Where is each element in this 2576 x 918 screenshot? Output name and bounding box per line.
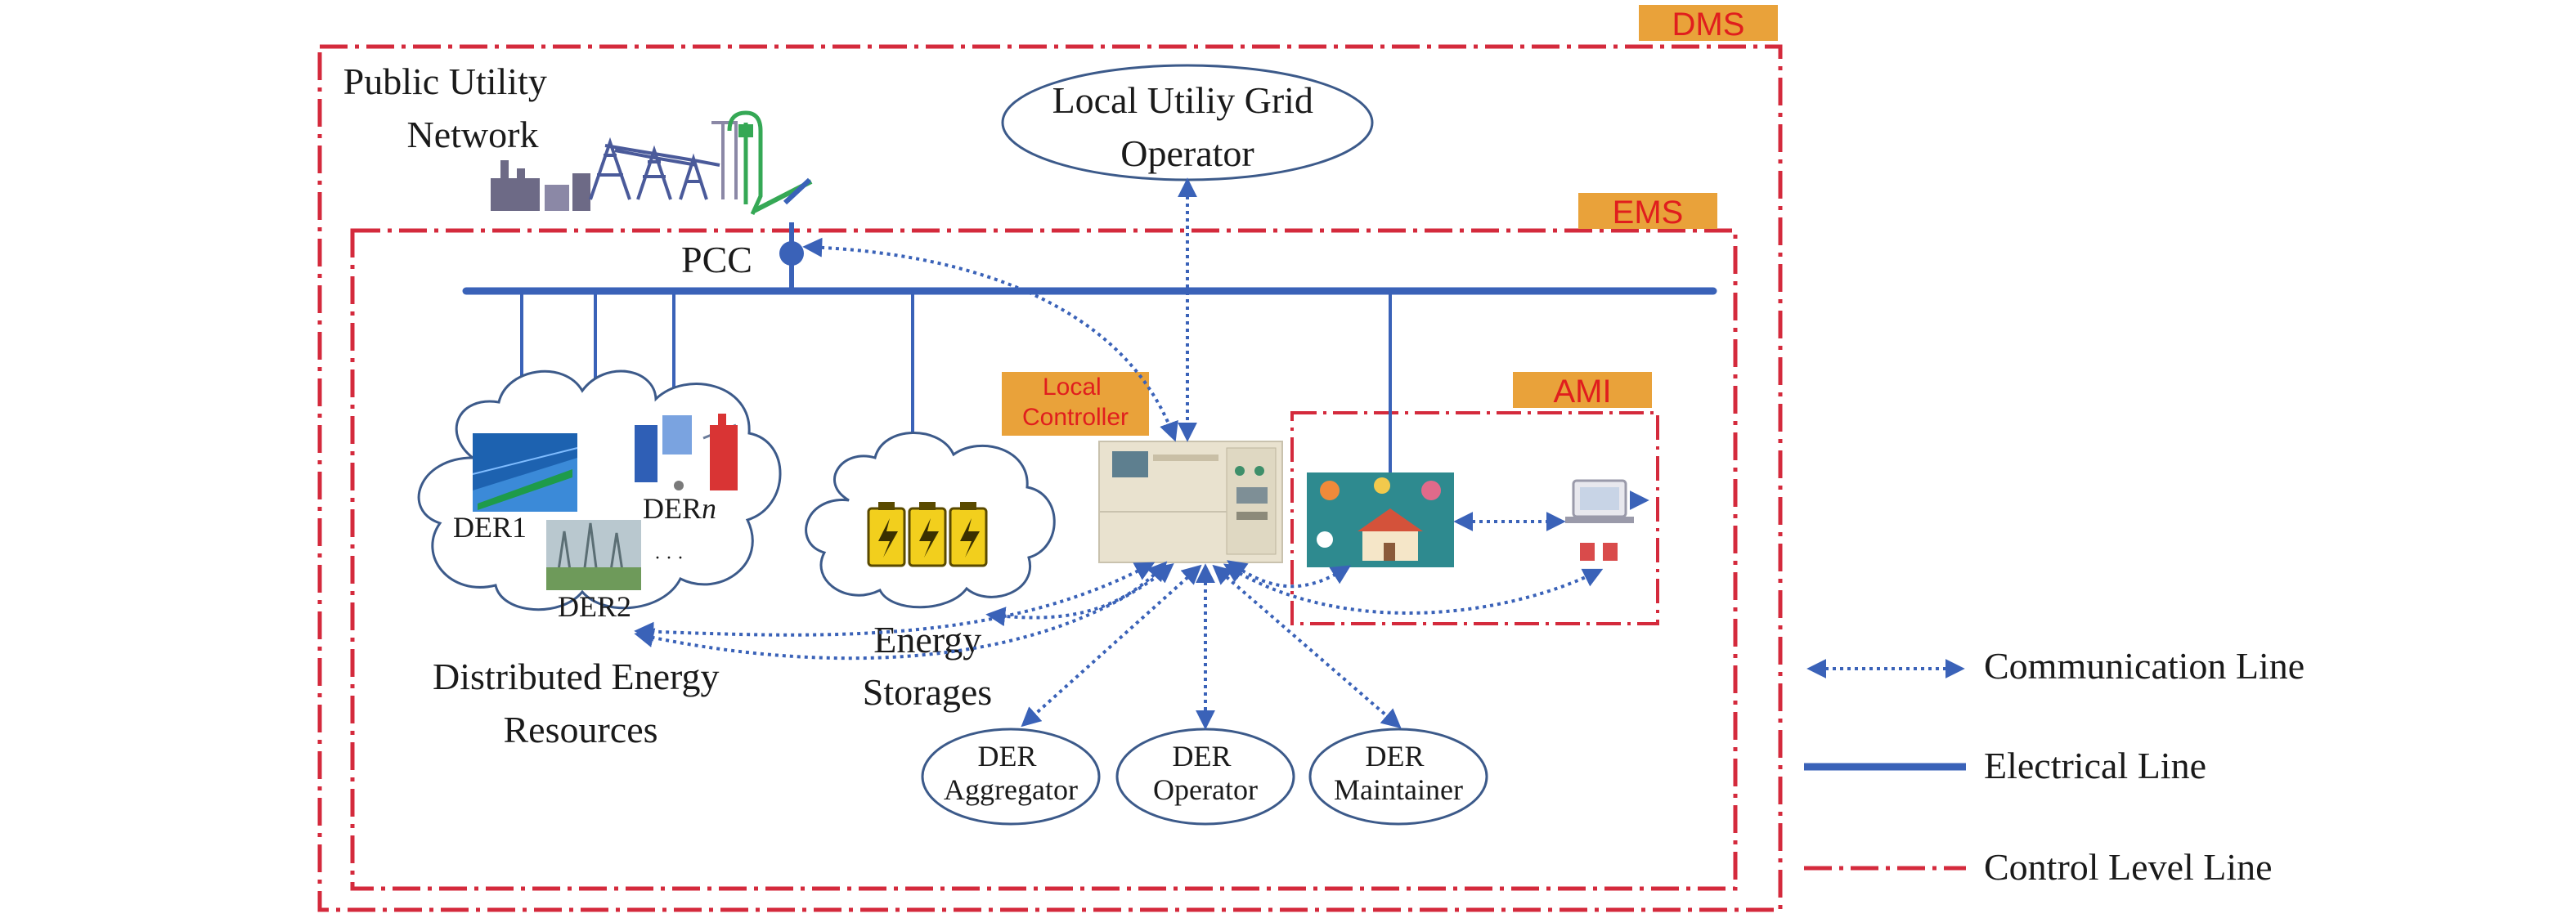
power-plant-icon xyxy=(491,160,590,211)
battery-icon xyxy=(867,502,988,567)
der-aggregator-node xyxy=(921,728,1101,826)
der-operator-label: DER Operator xyxy=(1153,740,1258,806)
legend-control-label: Control Level Line xyxy=(1984,846,2273,888)
transmission-tower-icon xyxy=(589,121,738,200)
der2-label: DER2 xyxy=(558,590,631,623)
dms-boundary xyxy=(317,44,1783,912)
laptop-icon xyxy=(1565,479,1634,561)
ami-boundary xyxy=(1290,411,1659,625)
der-aggregator-label: DER Aggregator xyxy=(944,740,1078,806)
legend-communication-label: Communication Line xyxy=(1984,645,2304,687)
der-maintainer-label: DER Maintainer xyxy=(1334,740,1463,806)
wind-farm-icon xyxy=(546,520,641,590)
control-panel-icon xyxy=(1098,441,1283,563)
der1-label: DER1 xyxy=(453,511,527,544)
distributed-energy-resources-label: Distributed Energy Resources xyxy=(433,656,729,750)
dern-label: DERn xyxy=(643,492,716,525)
legend: Communication Line Electrical Line Contr… xyxy=(1804,645,2304,888)
public-utility-network-label: Public Utility Network xyxy=(343,60,557,155)
der-maintainer-node xyxy=(1308,728,1488,826)
legend-electrical-label: Electrical Line xyxy=(1984,745,2206,786)
ems-boundary xyxy=(350,228,1738,891)
dms-label: DMS xyxy=(1672,7,1745,43)
communication-links xyxy=(634,177,1649,730)
local-utility-grid-operator-label: Local Utiliy Grid Operator xyxy=(1052,79,1323,174)
comm-controller-laptop xyxy=(1223,563,1604,615)
substation-icon xyxy=(727,110,763,216)
der-ellipsis: · · · xyxy=(654,548,684,569)
ami-tag xyxy=(1513,372,1652,408)
ems-tag xyxy=(1578,193,1717,229)
ami-label: AMI xyxy=(1553,374,1611,410)
fuel-cell-icon xyxy=(635,414,738,490)
pcc-switch xyxy=(752,177,813,213)
pcc-label: PCC xyxy=(681,239,752,280)
solar-panel-icon xyxy=(472,433,578,512)
ems-label: EMS xyxy=(1613,195,1684,231)
pcc-node xyxy=(779,241,804,266)
comm-controller-aggregator xyxy=(1021,564,1202,728)
comm-controller-maintainer xyxy=(1212,564,1402,729)
dms-tag xyxy=(1639,5,1778,41)
comm-pcc-controller xyxy=(802,237,1178,442)
smart-home-icon xyxy=(1307,472,1454,567)
